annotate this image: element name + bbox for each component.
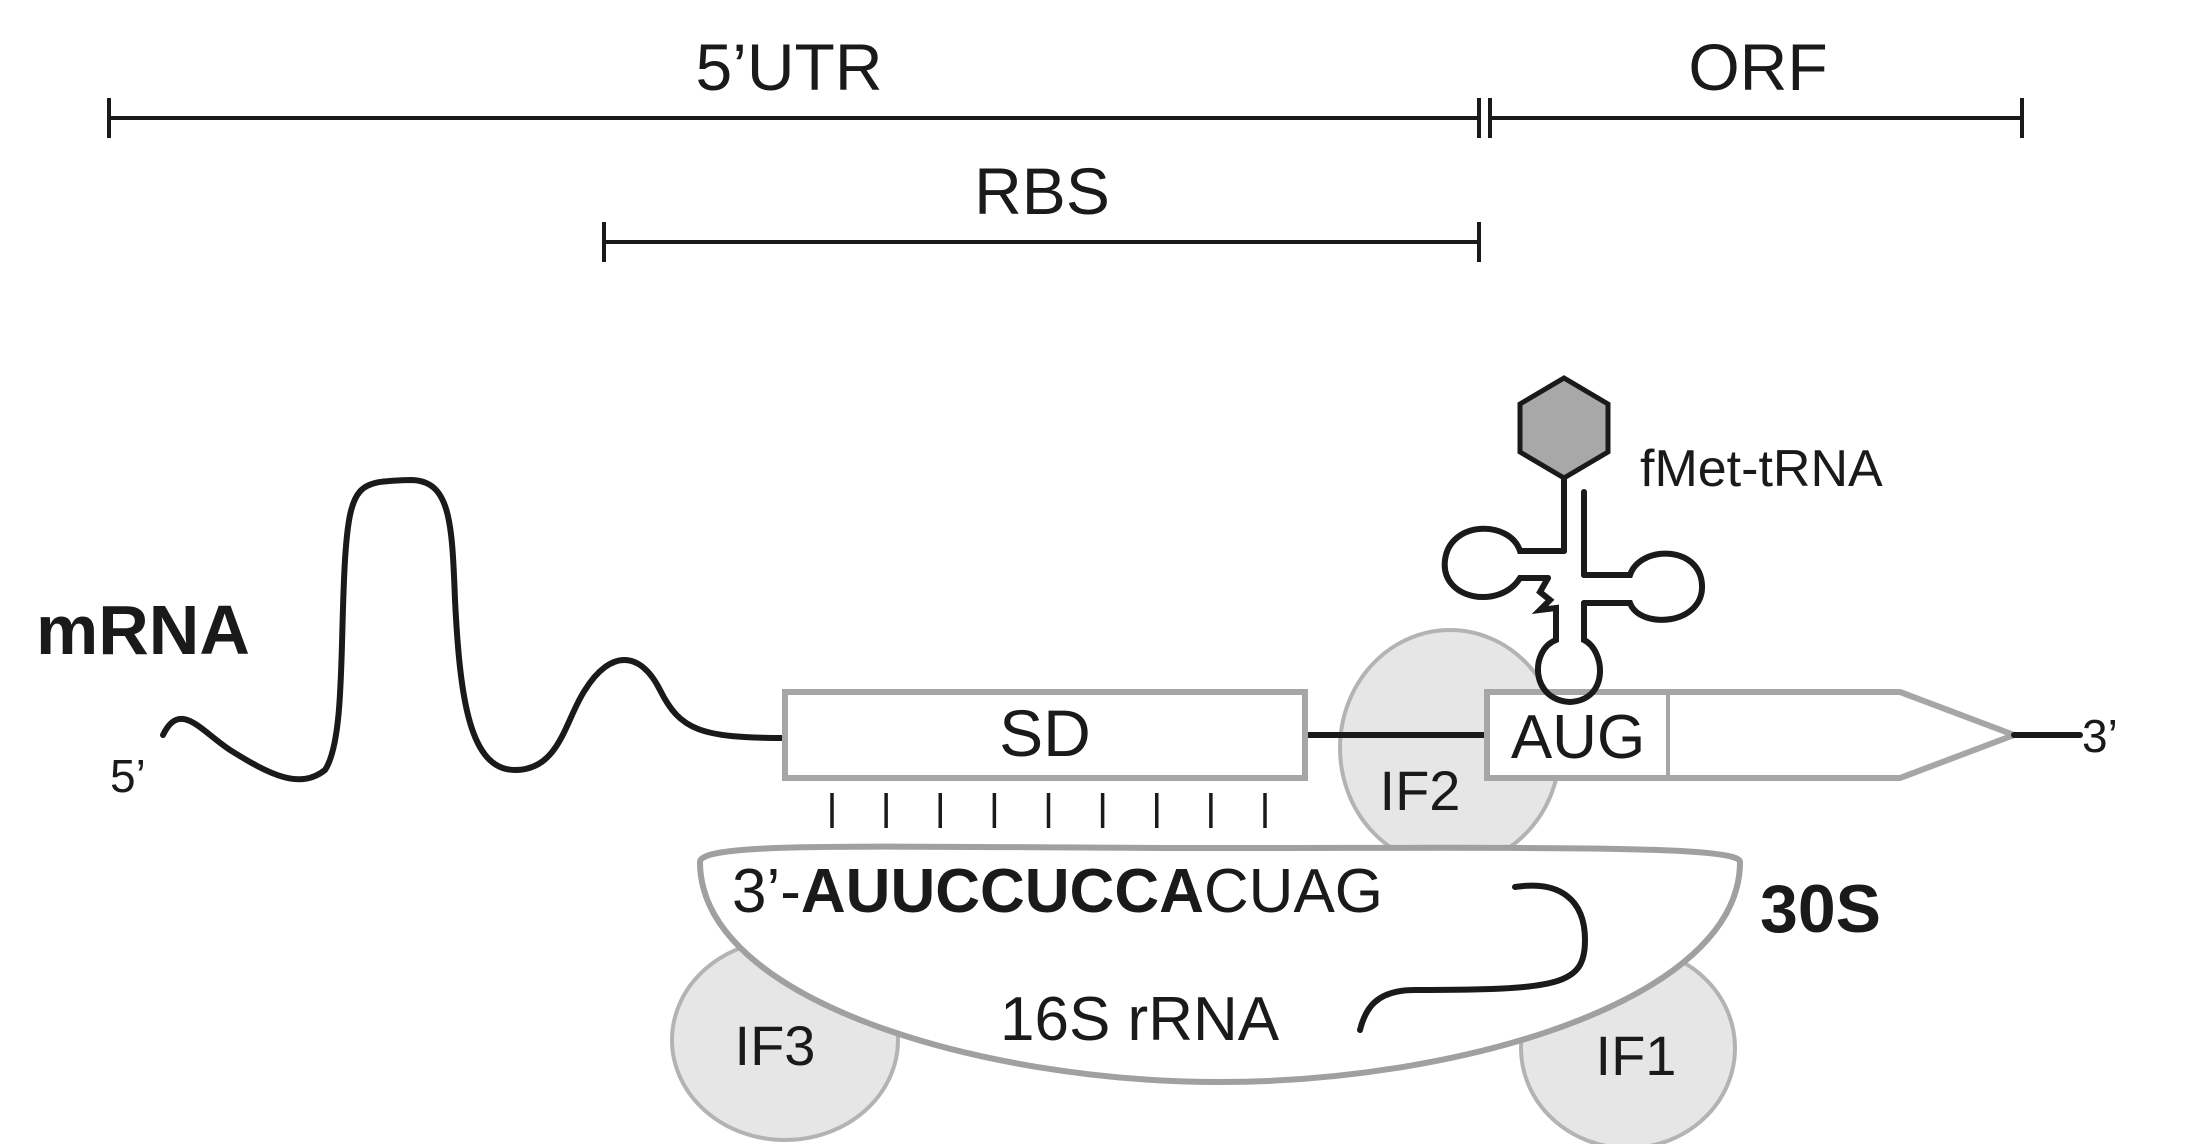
sequence-rest: CUAG (1204, 857, 1383, 926)
ribosome-30s-label: 30S (1760, 871, 1881, 947)
rrna-strand (1357, 882, 1589, 1033)
fmet-amino-acid-hexagon (1517, 375, 1611, 481)
if1-label: IF1 (1596, 1024, 1677, 1087)
mrna-5prime-strand (160, 476, 788, 783)
rbs-scale-bar (602, 222, 1481, 262)
trna-d-loop (1441, 525, 1567, 600)
sequence-prefix: 3’- (732, 857, 801, 926)
if2-label: IF2 (1380, 759, 1461, 822)
sd-box (782, 689, 1308, 781)
sequence-anti-sd: AUUCCUCCA (801, 857, 1204, 926)
sd-label: SD (999, 696, 1091, 770)
orf-scale-bar (1488, 98, 2024, 138)
utr5-label: 5’UTR (695, 30, 882, 104)
fmet-trna (1441, 375, 1706, 706)
orf-label: ORF (1688, 30, 1827, 104)
aug-label: AUG (1511, 703, 1645, 772)
base-pairing-lines (830, 793, 1267, 828)
fmet-trna-label: fMet-tRNA (1640, 440, 1883, 498)
if3-label: IF3 (735, 1014, 816, 1077)
orf-arrow-box (1484, 689, 2023, 781)
rbs-label: RBS (974, 154, 1110, 228)
mrna-5prime-label: 5’ (110, 750, 146, 802)
rrna-label: 16S rRNA (1000, 985, 1280, 1054)
mrna-label: mRNA (36, 591, 250, 669)
trna-anticodon-loop (1531, 575, 1603, 706)
rrna-3prime-sequence: 3’-AUUCCUCCACUAG (732, 857, 1383, 926)
trna-t-loop (1581, 550, 1706, 623)
utr5-scale-bar (107, 98, 1481, 138)
ribosome-30s-body (696, 843, 1744, 1086)
mrna-3prime-label: 3’ (2082, 710, 2118, 762)
